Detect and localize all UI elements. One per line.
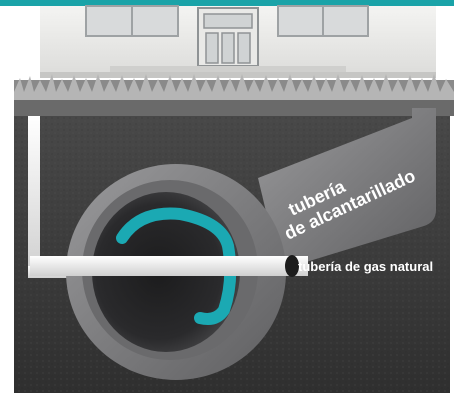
house-door	[197, 7, 259, 67]
house-facade	[40, 5, 436, 78]
inspection-cable	[116, 207, 237, 325]
top-accent-bar	[0, 0, 454, 6]
gas-pipe-label: tubería de gas natural	[298, 259, 433, 274]
gas-pipe-crossbore	[30, 255, 308, 277]
grass-strip	[14, 74, 454, 116]
gas-riser-pipe	[28, 116, 40, 278]
sewer-lateral-pipe	[258, 108, 436, 270]
